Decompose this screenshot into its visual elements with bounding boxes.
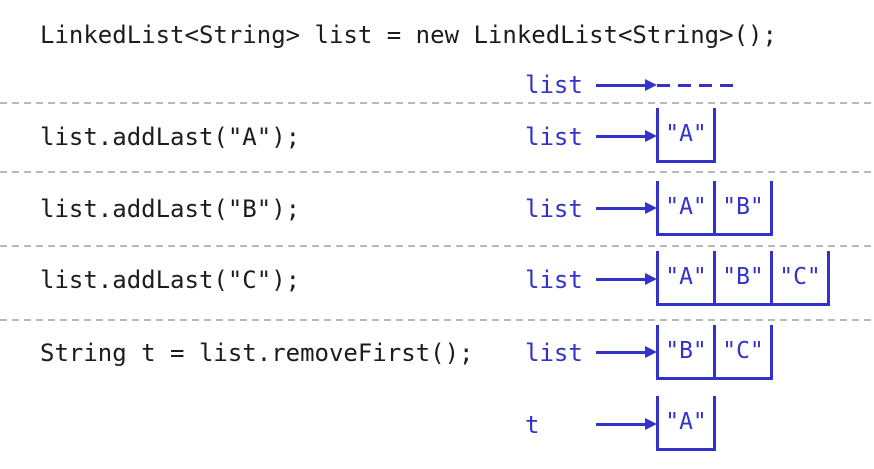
- pointer-arrow-icon: [596, 202, 657, 214]
- list-cells: "A" "B": [656, 181, 773, 236]
- list-cell: "C": [770, 251, 830, 306]
- section-divider: [0, 319, 874, 321]
- t-cells: "A": [656, 396, 716, 451]
- var-label-list: list: [525, 195, 583, 223]
- list-cell: "A": [656, 181, 713, 236]
- var-label-list: list: [525, 123, 583, 151]
- list-cells: "A" "B" "C": [656, 251, 830, 306]
- section-divider: [0, 102, 874, 104]
- var-label-list: list: [525, 266, 583, 294]
- list-cell: "A": [656, 251, 713, 306]
- empty-list-dashes-icon: [657, 84, 741, 87]
- code-line-declaration: LinkedList<String> list = new LinkedList…: [40, 21, 777, 49]
- pointer-arrow-icon: [596, 130, 657, 142]
- list-cell: "C": [713, 325, 773, 380]
- code-line-removefirst: String t = list.removeFirst();: [40, 339, 474, 367]
- pointer-arrow-icon: [596, 346, 657, 358]
- list-cell: "B": [713, 181, 773, 236]
- code-line-addlast-c: list.addLast("C");: [40, 266, 301, 294]
- section-divider: [0, 171, 874, 173]
- list-cell: "B": [656, 325, 713, 380]
- var-label-t: t: [525, 411, 540, 439]
- t-cell: "A": [656, 396, 716, 451]
- var-label-list: list: [525, 339, 583, 367]
- code-line-addlast-a: list.addLast("A");: [40, 123, 301, 151]
- pointer-arrow-icon: [596, 418, 657, 430]
- list-cells: "A": [656, 108, 716, 163]
- list-cells: "B" "C": [656, 325, 773, 380]
- pointer-arrow-icon: [596, 79, 657, 91]
- list-cell: "A": [656, 108, 716, 163]
- pointer-arrow-icon: [596, 273, 657, 285]
- code-line-addlast-b: list.addLast("B");: [40, 195, 301, 223]
- list-cell: "B": [713, 251, 770, 306]
- section-divider: [0, 245, 874, 247]
- var-label-list: list: [525, 71, 583, 99]
